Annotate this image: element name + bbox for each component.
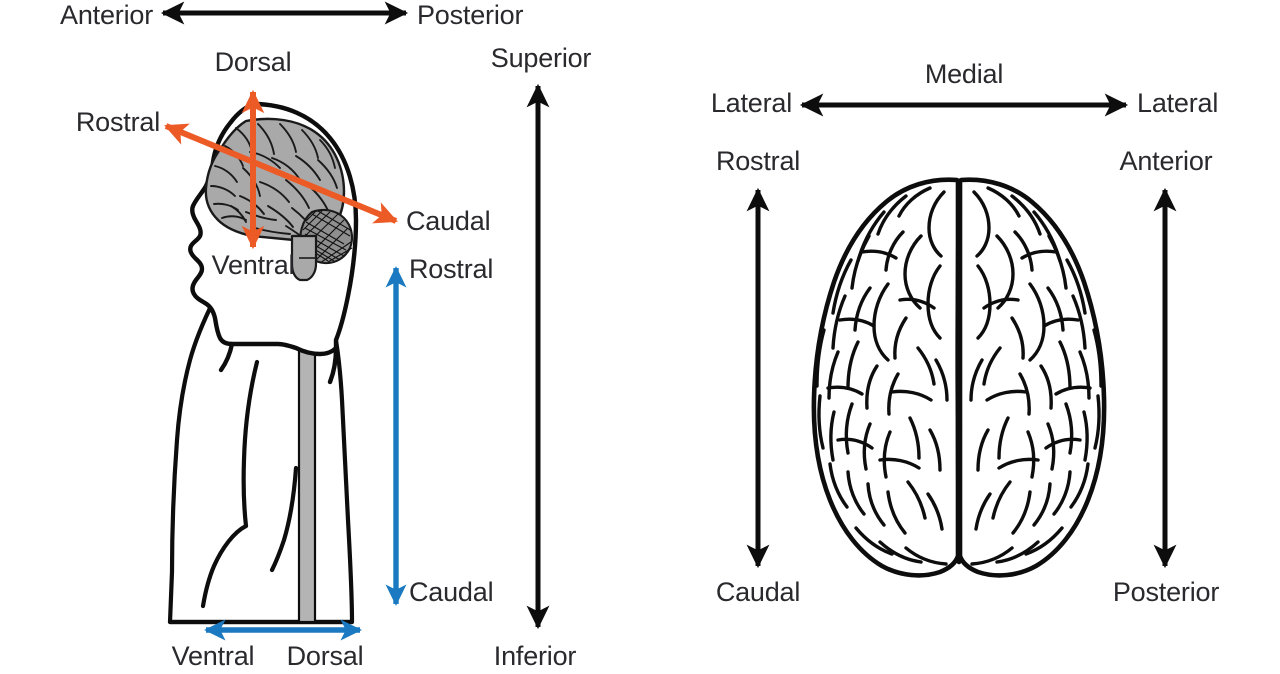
brain-rostral-caudal-arrow <box>164 123 398 224</box>
label-posterior-dorsal-view: Posterior <box>1112 577 1220 607</box>
label-rostral-cord: Rostral <box>409 254 494 284</box>
label-ventral-brain: Ventral <box>211 250 295 280</box>
label-dorsal-brain: Dorsal <box>214 47 292 77</box>
spinal-cord <box>297 213 317 624</box>
label-caudal-cord: Caudal <box>409 577 494 607</box>
label-anterior-left: Anterior <box>60 0 153 30</box>
label-caudal-brain: Caudal <box>406 206 491 236</box>
brain-dorsal-view-illustration <box>811 177 1107 578</box>
label-dorsal-cord: Dorsal <box>286 641 364 671</box>
cerebellum <box>299 208 354 265</box>
label-lateral-left: Lateral <box>710 88 792 118</box>
label-medial: Medial <box>924 59 1004 89</box>
label-posterior-left: Posterior <box>417 0 524 30</box>
label-inferior: Inferior <box>493 641 577 671</box>
label-rostral-dorsal-view: Rostral <box>715 146 801 176</box>
torso-profile <box>167 281 355 625</box>
label-superior: Superior <box>490 43 592 73</box>
label-rostral-brain: Rostral <box>75 107 160 137</box>
head-profile <box>188 101 359 385</box>
label-caudal-dorsal-view: Caudal <box>715 577 801 607</box>
label-ventral-cord: Ventral <box>171 641 255 671</box>
label-anterior-dorsal-view: Anterior <box>1119 146 1213 176</box>
human-body-profile-illustration <box>167 101 359 625</box>
label-lateral-right: Lateral <box>1137 88 1219 118</box>
